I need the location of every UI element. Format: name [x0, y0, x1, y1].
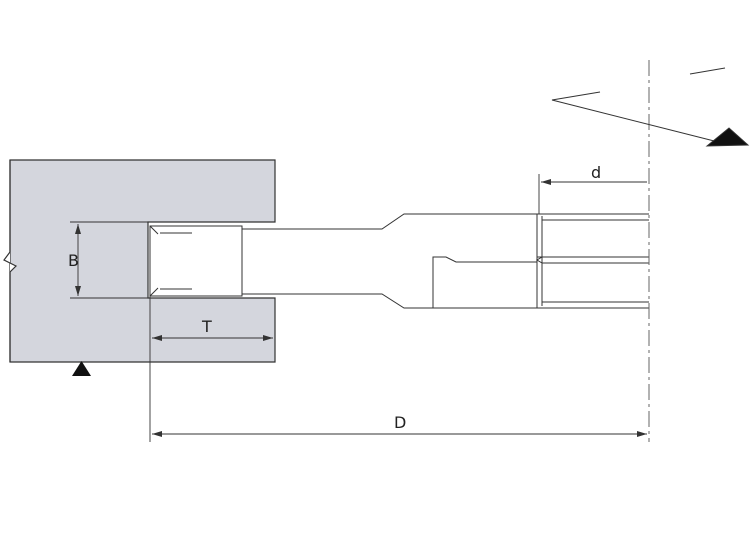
label-b: B: [68, 251, 79, 270]
dimension-t: [149, 296, 273, 442]
arbor: [242, 213, 649, 309]
label-d-large: D: [394, 413, 406, 432]
reference-triangle-icon: [72, 361, 91, 376]
rotation-direction-arrow-icon: [551, 67, 750, 147]
break-mark: [3, 160, 18, 362]
cutter-head: [149, 225, 243, 297]
dimension-d-small: [538, 174, 647, 214]
label-t: T: [201, 317, 212, 336]
dimension-b: [70, 221, 148, 299]
label-d-small: d: [591, 163, 601, 182]
